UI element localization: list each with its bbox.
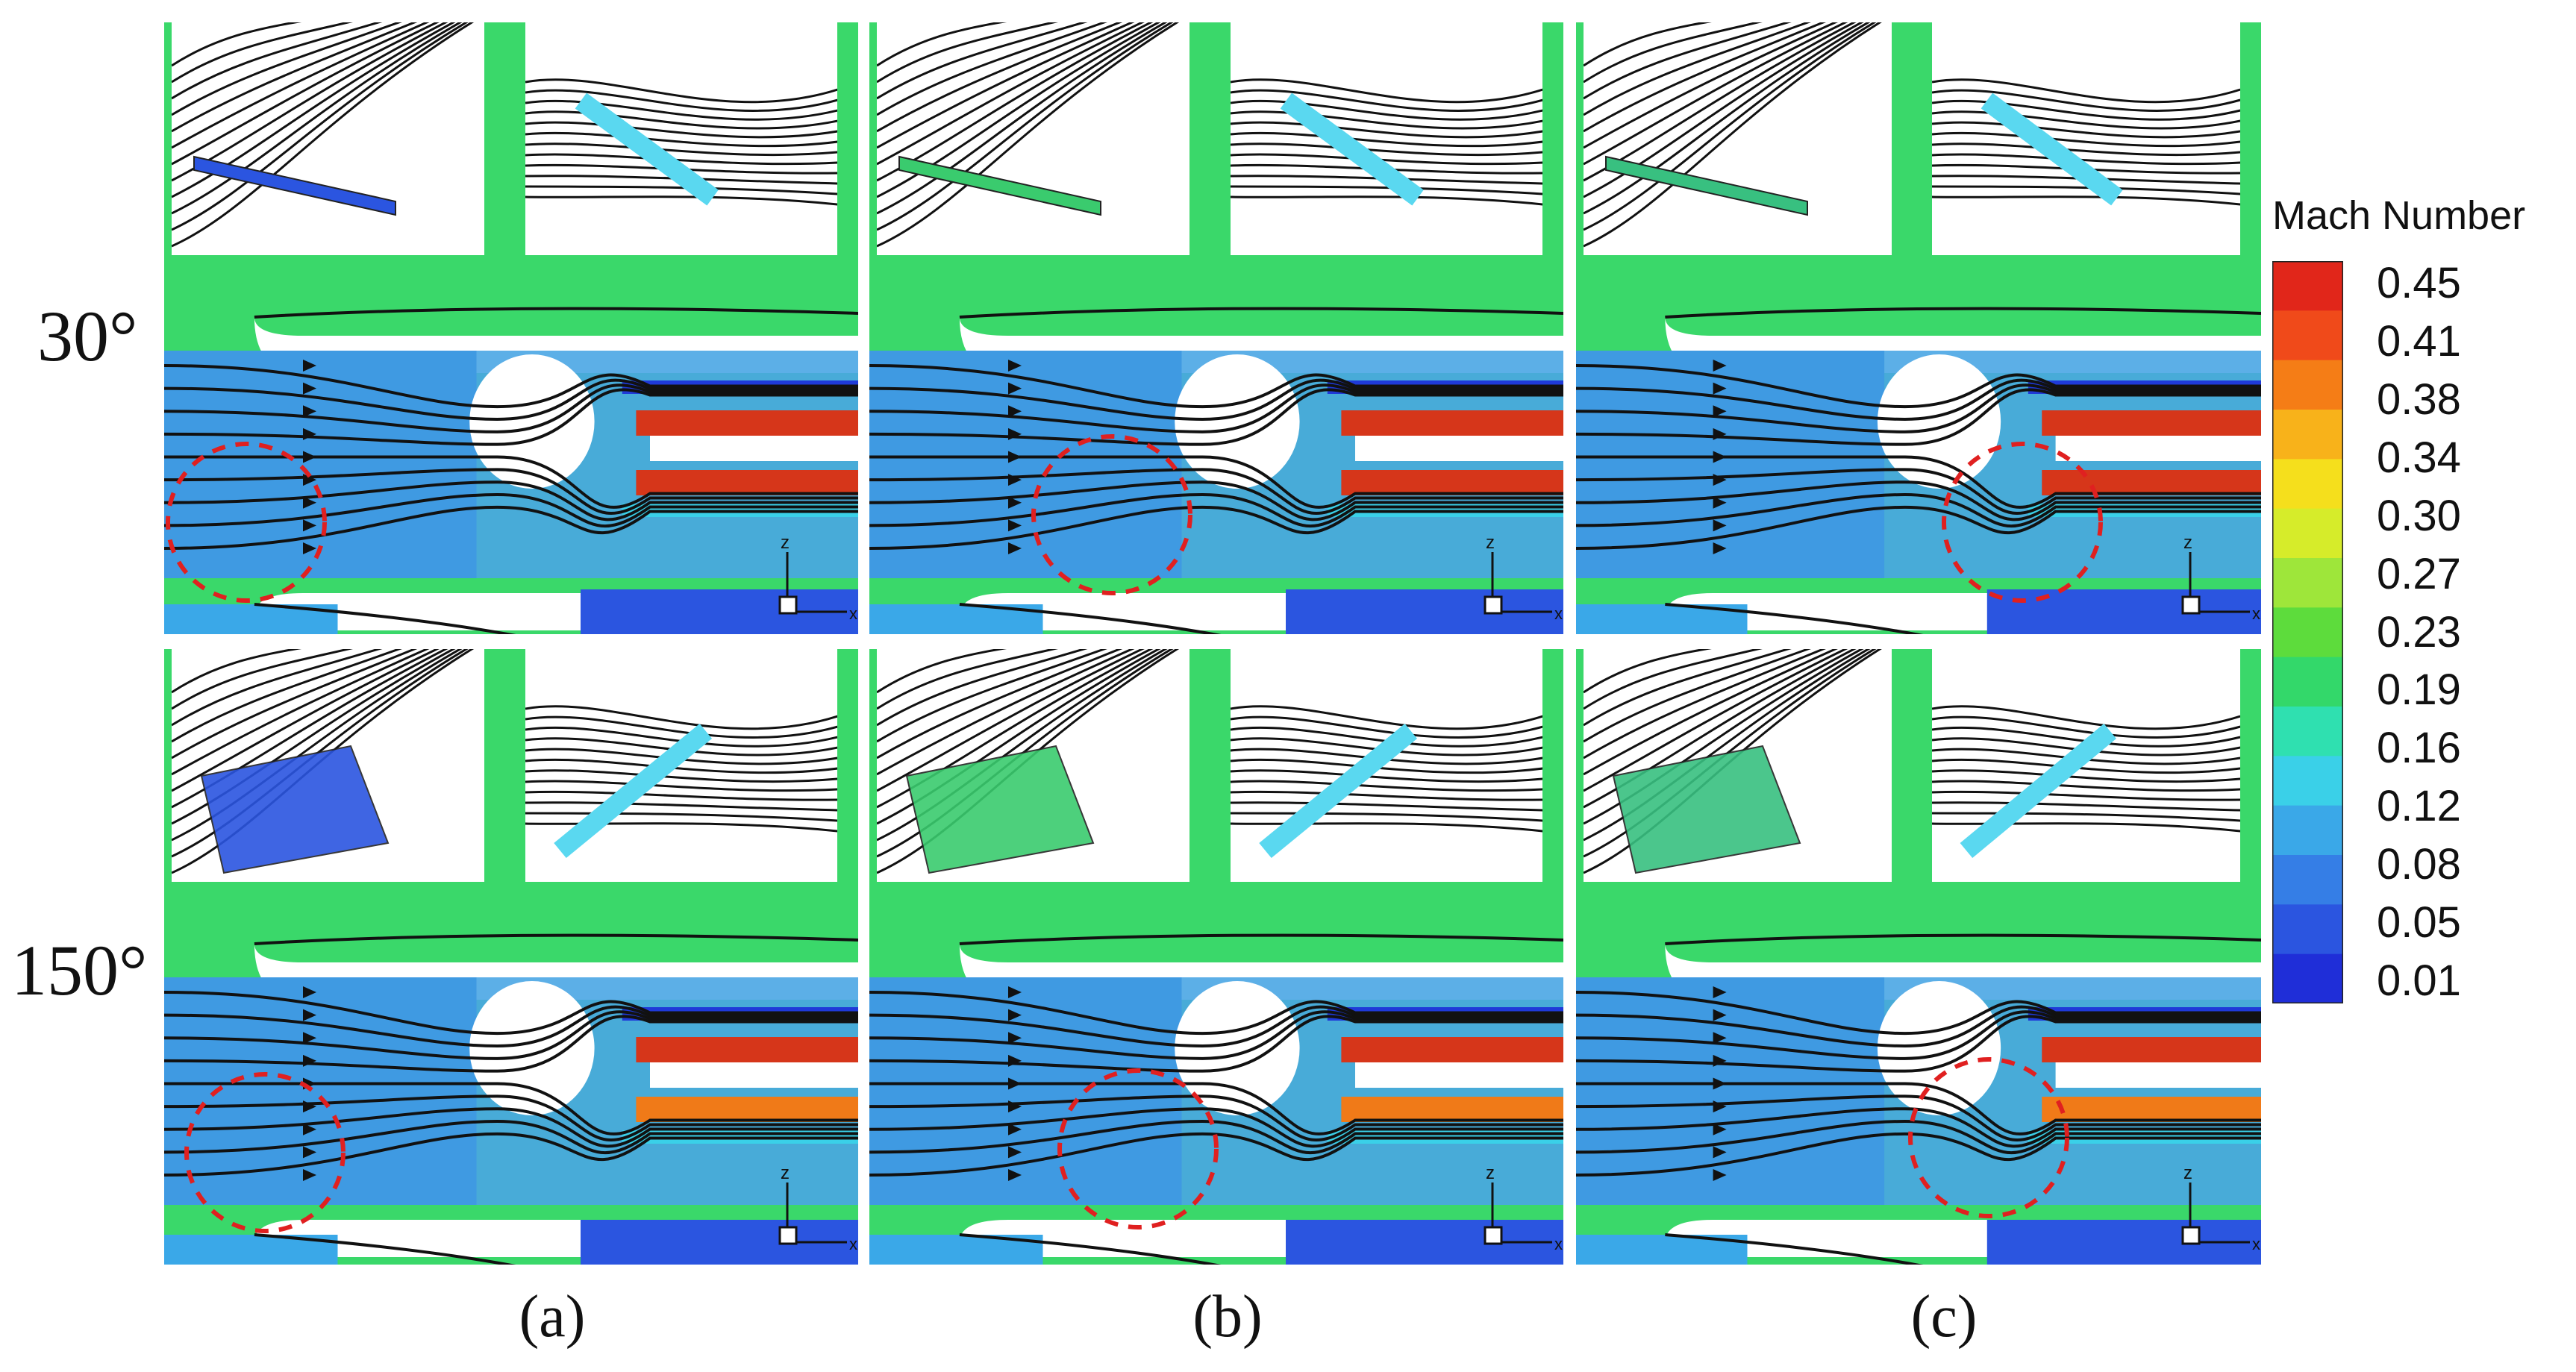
streamline-inset-left (1584, 22, 1892, 255)
colorbar-segment (2272, 261, 2343, 312)
svg-text:x: x (849, 1235, 857, 1253)
colorbar-segment (2272, 953, 2343, 1003)
legend-tick-label: 0.16 (2377, 724, 2461, 773)
streamline-inset-right (525, 649, 838, 882)
streamline-inset-left (172, 649, 484, 882)
legend-title: Mach Number (2272, 193, 2526, 238)
col-label-c: (c) (1910, 1284, 1978, 1350)
col-label-b: (b) (1192, 1284, 1263, 1350)
svg-text:x: x (1554, 604, 1563, 623)
svg-text:z: z (1486, 533, 1495, 553)
colorbar-segment (2272, 410, 2343, 460)
colorbar-segment (2272, 607, 2343, 658)
colorbar-segment (2272, 508, 2343, 559)
streamline-inset-left (172, 22, 484, 255)
legend-tick-label: 0.41 (2377, 316, 2461, 366)
streamline-inset-right (1230, 649, 1543, 882)
row-label-150: 150° (11, 930, 148, 1010)
streamline-inset-right (1230, 22, 1543, 255)
colorbar-segment (2272, 558, 2343, 609)
mach-number-colorbar (2272, 261, 2343, 1003)
highlight-circle (1057, 1068, 1219, 1230)
legend-tick-label: 0.05 (2377, 898, 2461, 947)
colorbar-segment (2272, 707, 2343, 757)
legend-tick-label: 0.38 (2377, 375, 2461, 424)
colorbar-segment (2272, 459, 2343, 510)
colorbar-segment (2272, 904, 2343, 955)
highlight-circle (1942, 442, 2103, 603)
svg-text:z: z (2183, 533, 2192, 553)
legend-tick-label: 0.01 (2377, 956, 2461, 1005)
svg-text:z: z (781, 533, 790, 553)
legend-tick-label: 0.45 (2377, 259, 2461, 307)
svg-text:z: z (781, 1163, 790, 1183)
colorbar-segment (2272, 657, 2343, 707)
legend-tick-label: 0.30 (2377, 491, 2461, 540)
row-label-30: 30° (37, 296, 138, 376)
streamline-inset-right (1932, 22, 2241, 255)
colorbar-segment (2272, 756, 2343, 806)
highlight-circle (184, 1072, 346, 1233)
streamline-inset-left (877, 649, 1189, 882)
legend-tick-label: 0.23 (2377, 607, 2461, 657)
legend-tick-label: 0.12 (2377, 782, 2461, 831)
streamline-inset-left (877, 22, 1189, 255)
legend-tick-label: 0.08 (2377, 840, 2461, 889)
streamline-inset-right (1932, 649, 2241, 882)
legend-tick-label: 0.34 (2377, 433, 2461, 482)
highlight-circle (1031, 434, 1192, 595)
svg-text:z: z (1486, 1163, 1495, 1183)
streamline-inset-right (525, 22, 838, 255)
svg-text:x: x (1554, 1235, 1563, 1253)
svg-text:z: z (2183, 1163, 2192, 1183)
colorbar-segment (2272, 360, 2343, 410)
highlight-circle (1908, 1057, 2069, 1218)
colorbar-segment (2272, 805, 2343, 856)
svg-text:x: x (2252, 604, 2260, 623)
legend-tick-label: 0.27 (2377, 549, 2461, 598)
streamline-inset-left (1584, 649, 1892, 882)
svg-text:x: x (2252, 1235, 2260, 1253)
highlight-circle (166, 442, 327, 603)
colorbar-segment (2272, 310, 2343, 361)
svg-text:x: x (849, 604, 857, 623)
col-label-a: (a) (519, 1284, 586, 1350)
colorbar-segment (2272, 855, 2343, 906)
legend-tick-label: 0.19 (2377, 665, 2461, 715)
